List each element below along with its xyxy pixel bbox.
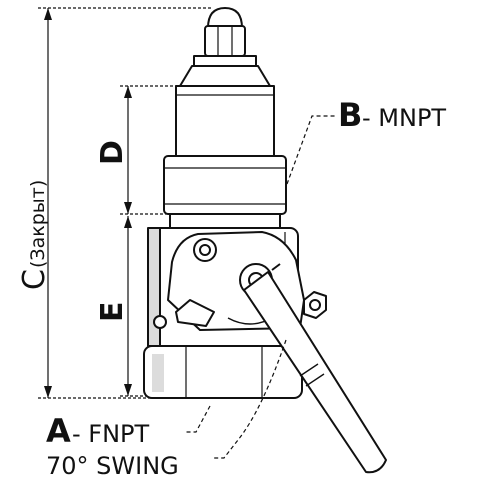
callout-b-leader [286, 115, 336, 185]
callout-a-text: - FNPT [72, 420, 150, 448]
top-cap [204, 7, 246, 57]
dimension-d [120, 85, 176, 215]
dimension-e-label: E [95, 302, 130, 323]
cam-notch [175, 299, 215, 327]
thread-collar [169, 213, 281, 229]
neck-collar [193, 55, 257, 67]
dimension-e [120, 216, 148, 397]
fnpt-hex-shade [152, 354, 164, 392]
dimension-d-label: D [95, 140, 130, 165]
callout-swing-text: 70° SWING [46, 452, 179, 480]
neck-taper [179, 65, 271, 87]
dimension-c-arrow-top [44, 8, 52, 20]
dimension-d-arrow-bottom [124, 202, 132, 214]
mnpt-hex [163, 155, 287, 215]
handle-grip-line-2 [305, 373, 325, 387]
dimension-c-arrow-bottom [44, 386, 52, 398]
lever-mechanism [153, 231, 387, 474]
dimension-d-arrow-top [124, 86, 132, 98]
callout-b [286, 115, 336, 185]
callout-a-letter: A [46, 412, 71, 450]
dimension-c-label: C [17, 269, 52, 290]
hex-bolt-right-core [309, 299, 321, 311]
fnpt-hex [143, 345, 303, 399]
pin-left [153, 315, 167, 329]
handle-pivot-spring [271, 263, 281, 271]
dimension-c [38, 7, 212, 399]
callout-b-letter: B [338, 96, 362, 134]
pivot-bolt-upper-core [199, 244, 211, 256]
callout-b-text: - MNPT [362, 104, 446, 132]
dimension-c-note: (Закрыт) [27, 180, 49, 268]
swing-handle [243, 271, 387, 474]
upper-bonnet [175, 85, 275, 157]
dimension-e-arrow-top [124, 216, 132, 228]
callout-a-leader [186, 405, 211, 433]
dimension-e-arrow-bottom [124, 384, 132, 396]
cap-hex-nut [204, 25, 246, 57]
handle-grip-line-1 [299, 363, 319, 377]
callout-a [186, 405, 211, 433]
cap-dome [207, 7, 243, 29]
